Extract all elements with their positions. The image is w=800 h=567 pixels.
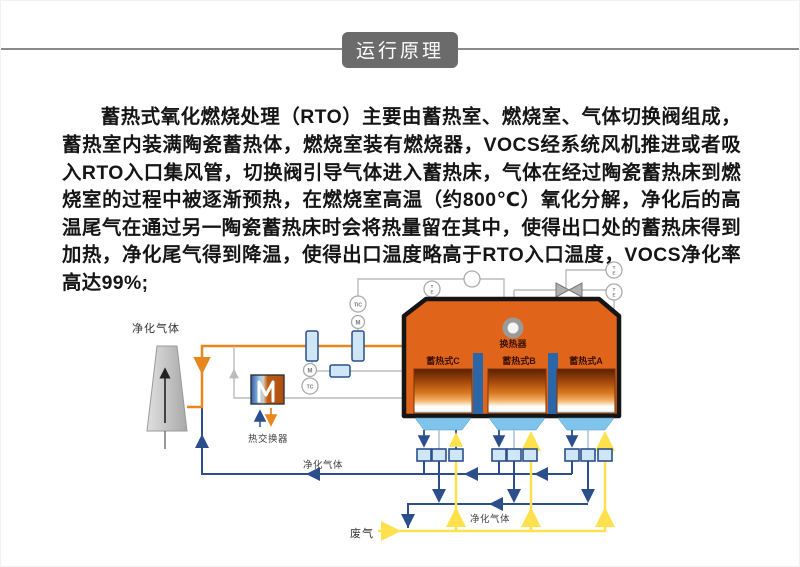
hot-gas-pipe — [187, 344, 404, 409]
chamber-b-bed — [487, 368, 547, 414]
waste-gas-lines — [378, 431, 615, 541]
butterfly-valve-icon — [555, 282, 583, 298]
te-label: T — [613, 287, 616, 292]
internal-hx-port-core — [507, 322, 519, 334]
te-label: E — [612, 293, 615, 298]
hx-external-label: 热交换器 — [248, 433, 288, 445]
chimney-stack: 净化气体 — [132, 321, 188, 449]
tic-indicator — [349, 295, 367, 313]
valve — [351, 330, 365, 362]
te-label: T — [613, 265, 616, 270]
hx-coil — [257, 380, 275, 403]
hopper-drop-lines — [417, 430, 589, 449]
m-label: M — [308, 369, 313, 375]
valve — [580, 448, 596, 462]
valve — [329, 364, 351, 378]
motor-indicator — [350, 314, 366, 330]
chamber-divider — [548, 353, 558, 414]
te-label: T — [431, 284, 434, 289]
chamber-a-bed — [556, 368, 616, 414]
te-indicator — [605, 283, 623, 301]
switch-valves — [305, 330, 365, 378]
te-label: E — [612, 271, 615, 276]
page-title: 运行原理 — [341, 32, 459, 68]
hx-internal-label: 换热器 — [499, 338, 527, 349]
chamber-c-label: 蓄热式C — [426, 355, 460, 366]
chamber-b-label: 蓄热式B — [502, 355, 536, 366]
chamber-a-label: 蓄热式A — [569, 355, 603, 366]
valve — [416, 448, 432, 462]
port-valves — [416, 448, 613, 462]
gauge-indicator — [463, 270, 481, 288]
rto-process-diagram: 净化气体 热交换器 TIC M — [132, 261, 623, 541]
valve — [491, 448, 507, 462]
instrument-circles — [301, 261, 623, 395]
waste-gas-label: 废气 — [350, 526, 374, 540]
te-label: E — [430, 290, 433, 295]
te-indicator — [605, 261, 623, 279]
tic-label: TIC — [354, 303, 362, 309]
chamber-c-bed — [413, 368, 473, 414]
motor-indicator — [302, 362, 318, 378]
valve — [564, 448, 580, 462]
chamber-divider — [473, 353, 483, 414]
tc-label: TC — [307, 385, 314, 391]
external-heat-exchanger: 热交换器 — [248, 374, 288, 445]
valve — [506, 448, 522, 462]
clean-gas-line1-label: 净化气体 — [303, 459, 343, 471]
valve — [431, 448, 447, 462]
rto-body: 换热器 蓄热式C 蓄热式B 蓄热式A — [401, 296, 622, 419]
clean-gas-return-lines — [195, 407, 595, 528]
tc-indicator — [301, 377, 319, 395]
intro-paragraph: 蓄热式氧化燃烧处理（RTO）主要由蓄热室、燃烧室、气体切换阀组成，蓄热室内装满陶… — [62, 106, 741, 294]
valve — [597, 448, 613, 462]
chamber-hoppers — [414, 417, 615, 431]
m-label: M — [356, 321, 361, 327]
stack-gas-label: 净化气体 — [132, 321, 180, 335]
clean-gas-line2-label: 净化气体 — [470, 513, 510, 525]
valve — [448, 448, 464, 462]
valve — [305, 330, 319, 362]
valve — [522, 448, 538, 462]
